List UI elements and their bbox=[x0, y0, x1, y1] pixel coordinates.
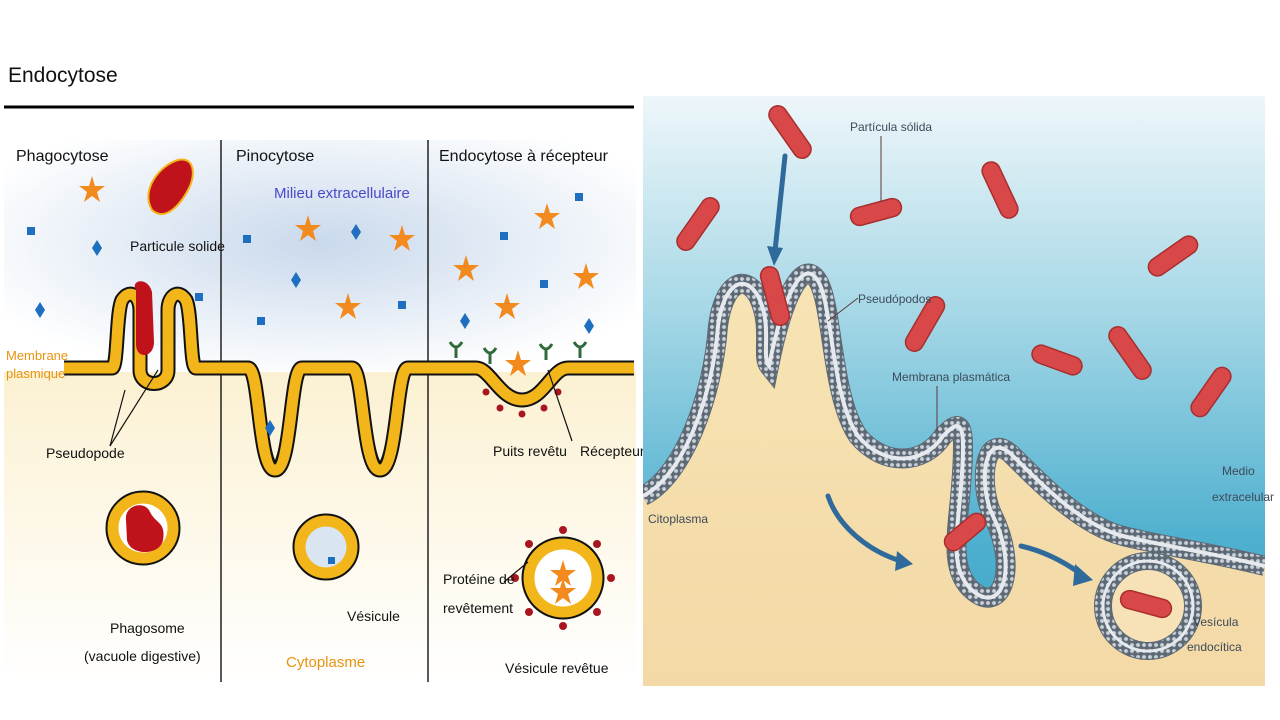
arrow-icon bbox=[825, 493, 904, 564]
membrane-label-line2: plasmique bbox=[6, 366, 66, 381]
coat-protein-label-line1: Protéine de bbox=[443, 571, 515, 587]
endocytic-vesicle-label-line1: Vesícula bbox=[1193, 615, 1239, 629]
extracellular-medium-label: Milieu extracellulaire bbox=[274, 185, 410, 202]
plasma-membrane-label: Membrana plasmática bbox=[892, 370, 1011, 384]
plasma-membrane-fill bbox=[64, 288, 634, 476]
particle-label: Partícula sólida bbox=[850, 120, 933, 134]
solid-particle-label: Particule solide bbox=[130, 238, 225, 254]
bacterium bbox=[759, 265, 791, 327]
pseudopod-label: Pseudopode bbox=[46, 445, 125, 461]
receptor-endocytosis-heading: Endocytose à récepteur bbox=[439, 148, 608, 165]
endocytic-vesicle-label-line2: endocítica bbox=[1187, 640, 1242, 654]
bacterium bbox=[768, 105, 812, 159]
bacterium bbox=[1031, 344, 1083, 376]
bacterium bbox=[904, 296, 946, 352]
bacterium bbox=[1119, 589, 1173, 619]
pseudopods-label: Pseudópodos bbox=[858, 292, 932, 306]
membrane-label-line1: Membrane bbox=[6, 348, 69, 363]
bacterium bbox=[676, 197, 720, 251]
extracellular-medium-label-line2: extracelular bbox=[1212, 490, 1275, 504]
bacterium bbox=[981, 161, 1019, 219]
right-diagram-graphics bbox=[643, 96, 1265, 686]
phagosome-label: Phagosome bbox=[110, 620, 185, 636]
phagosome-sublabel: (vacuole digestive) bbox=[84, 648, 201, 664]
coat-protein-label-line2: revêtement bbox=[443, 600, 514, 616]
bacterium bbox=[849, 197, 903, 227]
coated-pit-label: Puits revêtu bbox=[493, 443, 567, 459]
vesicle-label: Vésicule bbox=[347, 608, 400, 624]
solid-particle bbox=[147, 158, 194, 216]
cytoplasm-label-es: Citoplasma bbox=[648, 512, 709, 526]
coated-vesicle-label: Vésicule revêtue bbox=[505, 660, 609, 676]
extracellular-medium-label-line1: Medio bbox=[1222, 464, 1255, 478]
phagocytose-heading: Phagocytose bbox=[16, 148, 109, 165]
left-diagram-graphics bbox=[4, 105, 636, 682]
bacterium bbox=[1147, 235, 1199, 277]
bacterium bbox=[1108, 326, 1152, 380]
engulfed-particle bbox=[134, 281, 154, 356]
left-diagram-title: Endocytose bbox=[8, 64, 118, 87]
receptor-label: Récepteur bbox=[580, 443, 645, 459]
bacterium bbox=[1190, 366, 1232, 418]
cytoplasm-label: Cytoplasme bbox=[286, 654, 366, 671]
bacterium bbox=[943, 512, 987, 552]
pinocytose-heading: Pinocytose bbox=[236, 148, 315, 165]
arrow-icon bbox=[772, 153, 788, 254]
